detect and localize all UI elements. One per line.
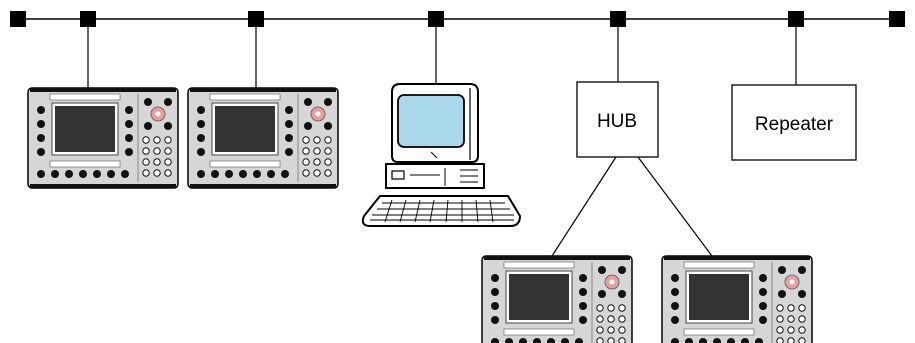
operator-panel-2 <box>187 87 339 189</box>
bus-node <box>10 11 26 27</box>
repeater-box: Repeater <box>731 84 857 161</box>
bus-node <box>428 11 444 27</box>
repeater-label: Repeater <box>755 114 834 135</box>
operator-panel-3 <box>481 255 633 343</box>
computer-icon <box>361 83 522 227</box>
bus-node <box>80 11 96 27</box>
bus-node <box>889 11 905 27</box>
bus-node <box>788 11 804 27</box>
operator-panel-1 <box>27 87 179 189</box>
hub-label: HUB <box>597 111 637 132</box>
bus-node <box>248 11 264 27</box>
drop-lines <box>87 27 797 257</box>
operator-panel-4 <box>661 255 813 343</box>
hub-box: HUB <box>576 81 659 158</box>
bus-node <box>610 11 626 27</box>
bus-nodes <box>10 11 905 27</box>
